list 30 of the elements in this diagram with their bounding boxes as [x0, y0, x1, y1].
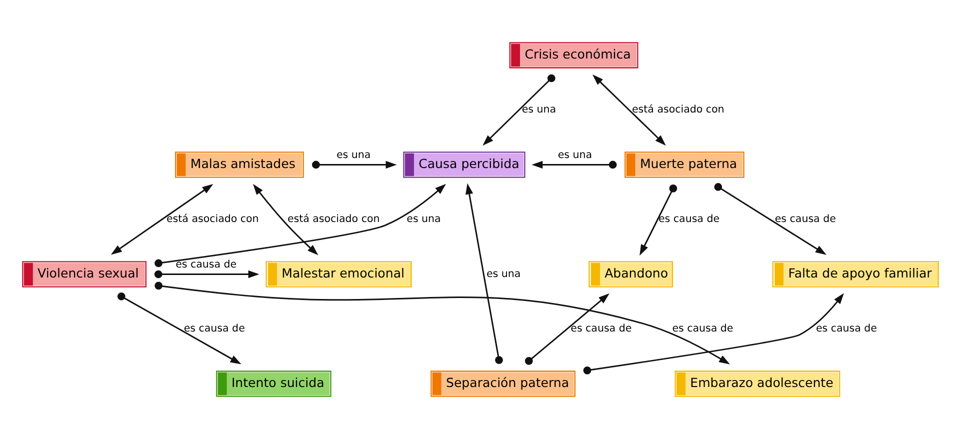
arrow	[252, 184, 318, 256]
arrow	[482, 74, 555, 146]
arrow	[465, 183, 502, 364]
edge-label: es una	[557, 149, 592, 162]
edge-label: es causa de	[658, 213, 720, 226]
edge-label: es causa de	[815, 322, 876, 335]
edge-label: está asociado con	[632, 103, 724, 116]
arrow	[582, 293, 844, 374]
arrow	[592, 74, 666, 146]
arrow	[116, 292, 241, 364]
arrow	[639, 184, 677, 256]
edge-label: está asociado con	[286, 213, 380, 226]
arrow	[154, 270, 259, 278]
edge-label: está asociado con	[166, 213, 258, 226]
edge-label: es causa de	[672, 322, 733, 335]
arrow	[154, 282, 730, 364]
edge-label: es causa de	[570, 322, 632, 335]
arrow	[154, 184, 446, 268]
arrow	[524, 293, 609, 365]
arrow	[531, 160, 616, 169]
edge-label: es causa de	[175, 258, 236, 271]
edge-label: es una	[336, 149, 370, 162]
arrow	[110, 184, 213, 255]
arrow	[312, 160, 396, 169]
arrow	[714, 183, 826, 255]
edge-label: es causa de	[774, 213, 836, 226]
edge-label: es una	[406, 213, 440, 226]
edge-label: es causa de	[183, 322, 244, 335]
edge-label: es una	[486, 268, 520, 280]
edge-label: es una	[521, 103, 556, 116]
